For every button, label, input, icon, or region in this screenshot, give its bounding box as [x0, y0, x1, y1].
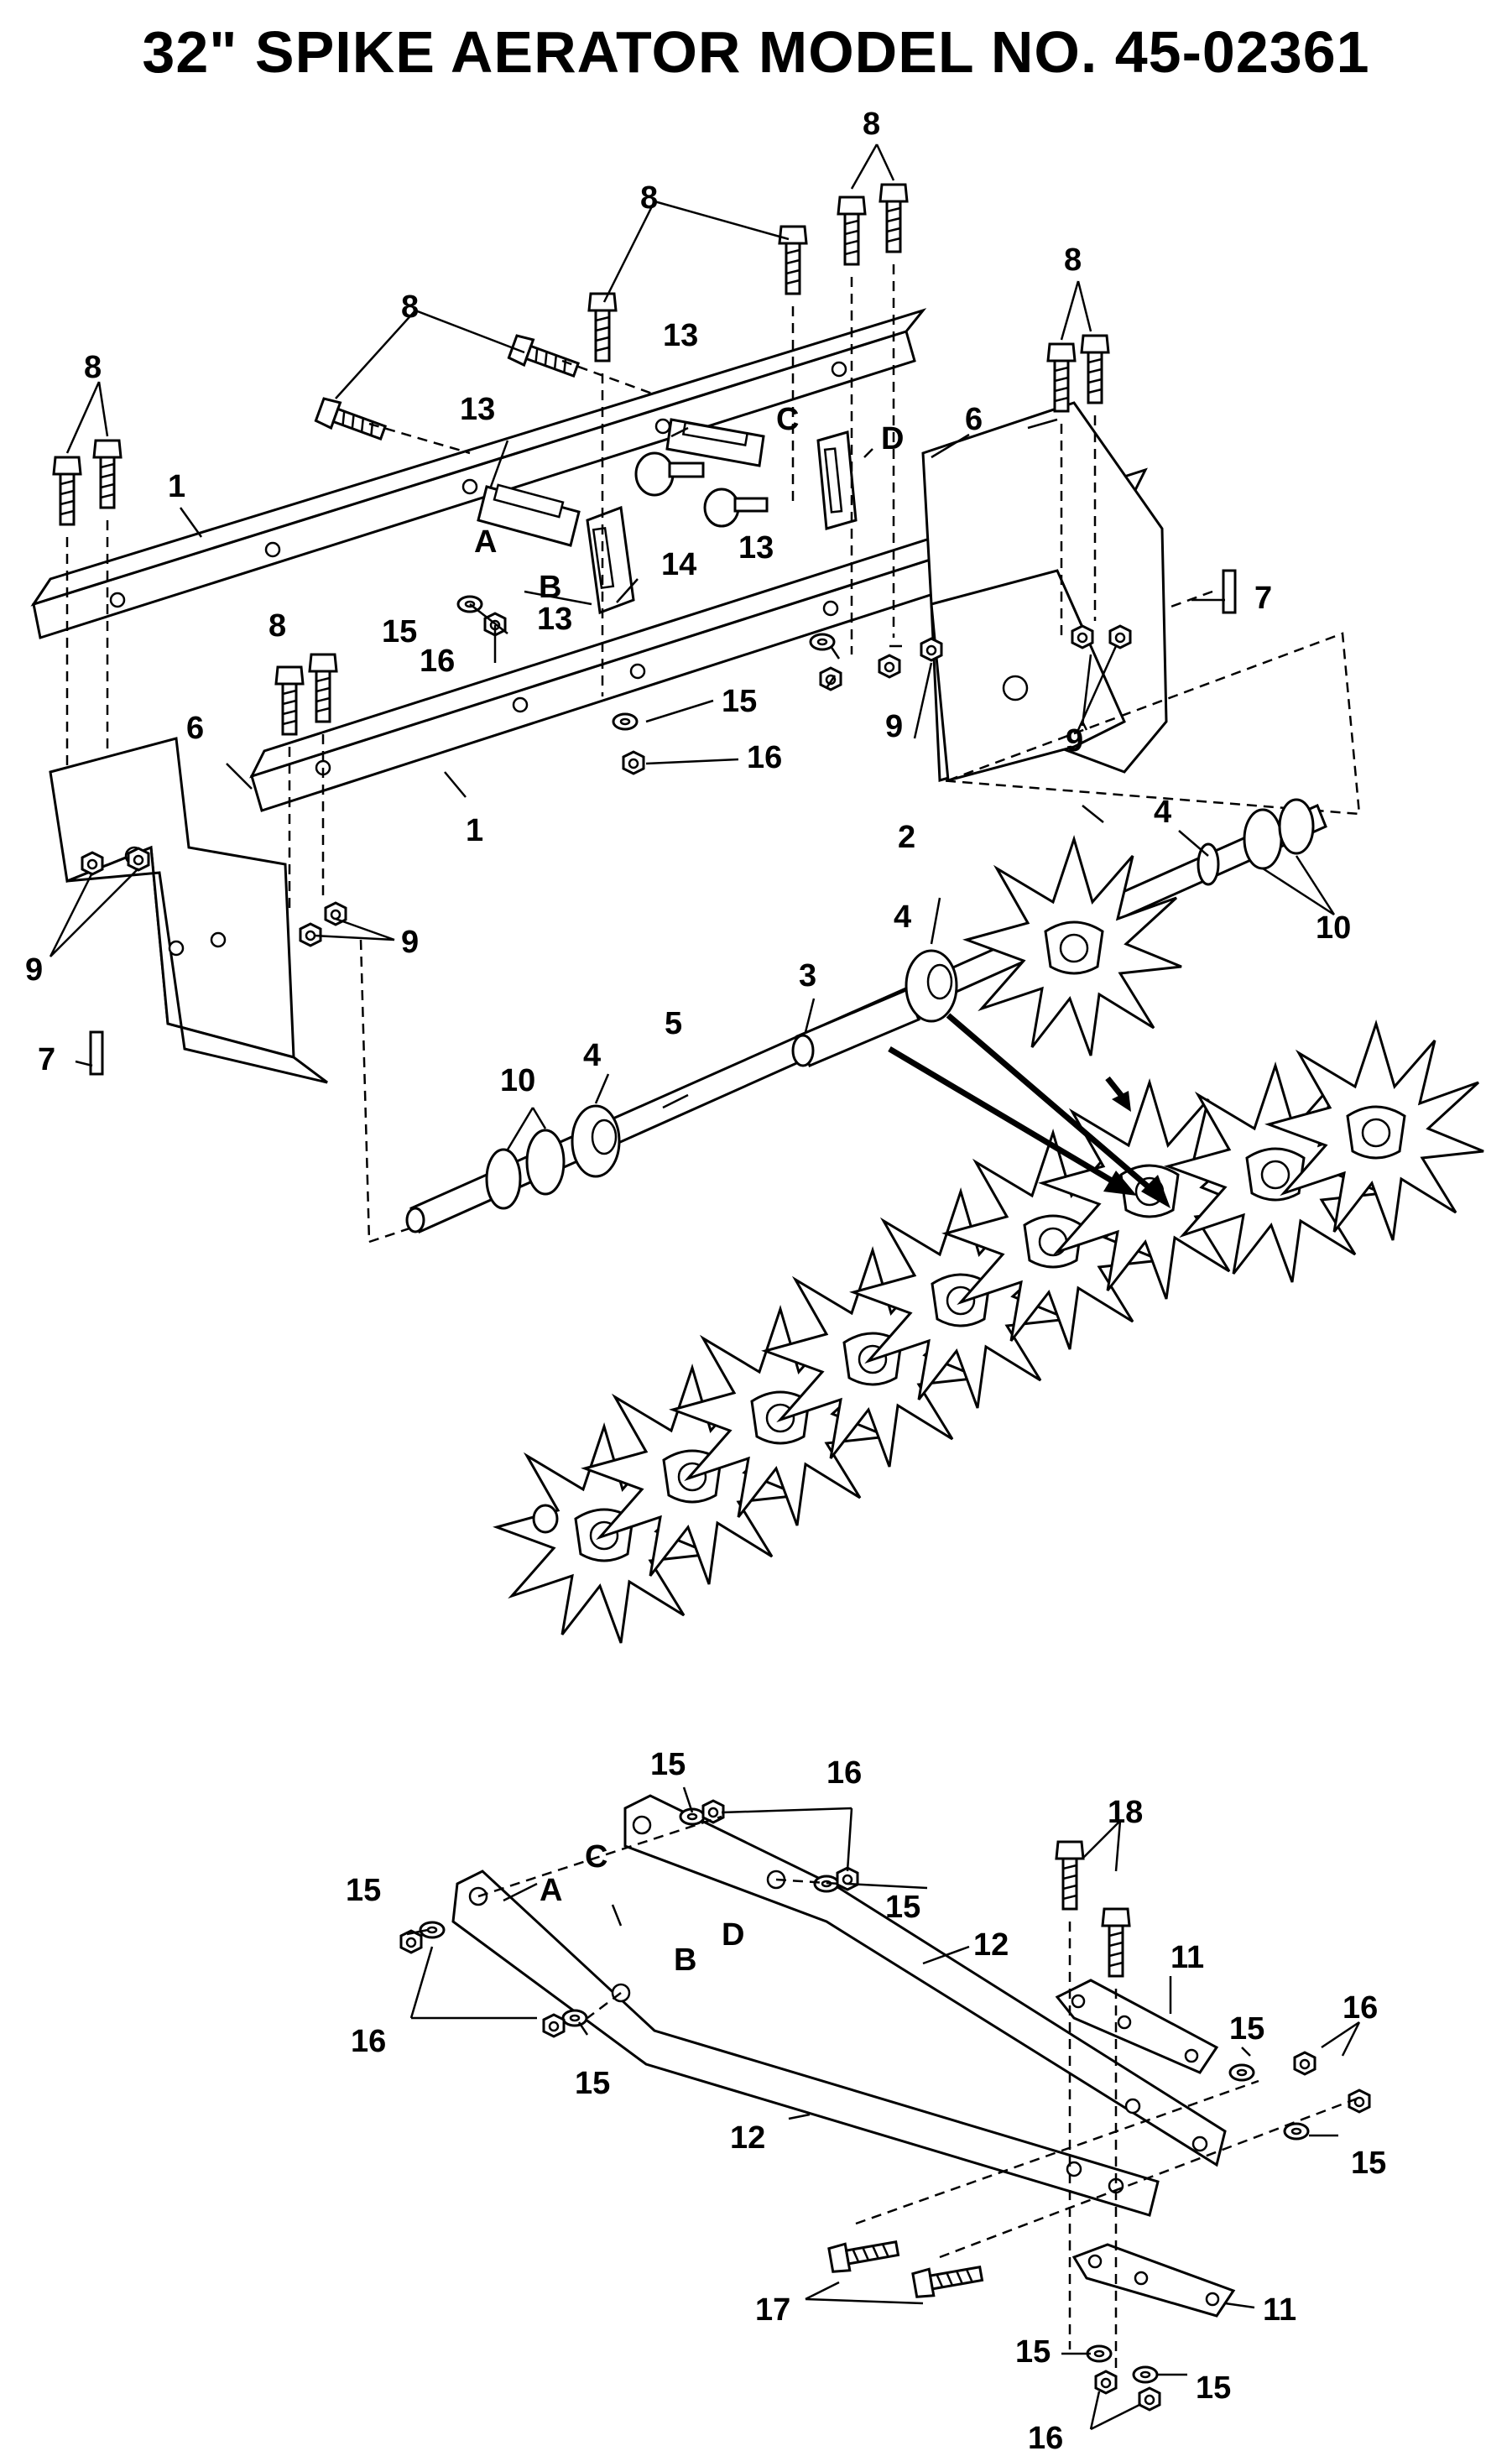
callout-16: 16	[420, 644, 455, 679]
callout-letter-d: D	[881, 421, 904, 456]
callout-7: 7	[38, 1042, 55, 1077]
callout-8: 8	[640, 180, 658, 216]
callout-7: 7	[1254, 581, 1272, 616]
callout-9: 9	[885, 709, 903, 744]
callout-2: 2	[898, 820, 915, 855]
callout-17: 17	[755, 2292, 790, 2328]
callout-8: 8	[269, 608, 286, 644]
callout-15: 15	[1229, 2011, 1264, 2047]
callout-9: 9	[401, 925, 419, 960]
callout-11: 11	[1170, 1940, 1204, 1975]
callout-16: 16	[1343, 1990, 1378, 2026]
callout-8: 8	[1064, 242, 1082, 278]
callout-13: 13	[663, 318, 698, 353]
callout-8: 8	[84, 350, 102, 385]
callout-letter-b: B	[674, 1943, 696, 1978]
tine-wheel-stack	[495, 1022, 1485, 1645]
callout-letter-d: D	[722, 1917, 744, 1953]
side-plate-right	[921, 401, 1168, 782]
bracket-c	[665, 418, 765, 467]
callout-6: 6	[186, 711, 204, 746]
callout-16: 16	[1028, 2421, 1063, 2451]
link-arm-c	[623, 1794, 1227, 2167]
callout-9: 9	[25, 952, 43, 988]
spacer-tube	[791, 988, 920, 1067]
callout-15: 15	[382, 614, 417, 649]
callout-18: 18	[1108, 1795, 1143, 1830]
callout-letter-a: A	[474, 524, 497, 560]
bearings-right	[1197, 798, 1315, 886]
callout-14: 14	[661, 547, 696, 582]
bracket-d	[816, 430, 858, 530]
callout-4: 4	[894, 900, 911, 935]
callout-3: 3	[799, 958, 816, 993]
callout-16: 16	[747, 740, 782, 775]
hub-center	[905, 949, 958, 1023]
callout-13: 13	[738, 530, 774, 566]
strap-11-lower	[1071, 2243, 1236, 2318]
callout-letter-c: C	[585, 1839, 607, 1875]
callout-9: 9	[1066, 723, 1083, 759]
callout-letter-a: A	[540, 1873, 562, 1908]
page-title: 32" SPIKE AERATOR MODEL NO. 45-02361	[142, 19, 1370, 85]
callout-12: 12	[973, 1927, 1009, 1963]
callout-13: 13	[537, 602, 572, 637]
callout-1: 1	[466, 813, 483, 848]
strap-11-upper	[1055, 1979, 1219, 2074]
bracket-b	[586, 505, 635, 615]
callout-16: 16	[826, 1755, 862, 1791]
callout-6: 6	[965, 402, 983, 437]
callout-15: 15	[1196, 2370, 1231, 2406]
callout-15: 15	[650, 1747, 686, 1782]
frame-bar-rear	[30, 308, 927, 639]
callout-4: 4	[583, 1038, 601, 1073]
carriage-bolts	[634, 451, 769, 528]
callout-13: 13	[460, 392, 495, 427]
callout-15: 15	[1015, 2334, 1051, 2370]
callout-15: 15	[885, 1890, 920, 1925]
callout-11: 11	[1263, 2292, 1296, 2328]
callout-15: 15	[1351, 2146, 1386, 2181]
callout-12: 12	[730, 2120, 765, 2156]
callout-8: 8	[863, 107, 880, 142]
hub-left	[571, 1104, 621, 1178]
callout-16: 16	[351, 2024, 386, 2059]
callout-letter-b: B	[539, 570, 561, 605]
callout-8: 8	[401, 289, 419, 325]
bracket-a	[477, 483, 581, 547]
callout-letter-c: C	[776, 402, 799, 437]
callout-10: 10	[500, 1063, 535, 1098]
callout-15: 15	[722, 684, 757, 719]
bearings-left	[485, 1129, 566, 1210]
callout-5: 5	[665, 1006, 682, 1041]
callout-15: 15	[346, 1873, 381, 1908]
callout-4: 4	[1154, 795, 1171, 830]
callout-15: 15	[575, 2066, 610, 2101]
callout-10: 10	[1316, 910, 1351, 946]
callout-1: 1	[168, 469, 185, 504]
